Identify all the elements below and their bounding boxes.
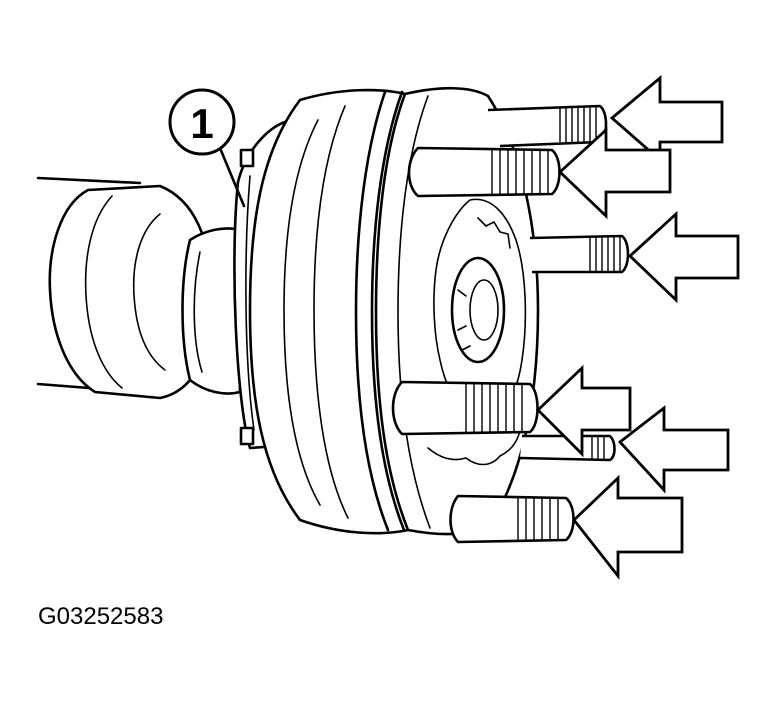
arrow-stud-3 [627,210,740,304]
stud-6 [449,494,575,544]
arrow-stud-4 [535,364,632,458]
flange-groove [354,90,406,532]
arrow-stud-1 [609,75,724,164]
stud-3 [529,234,630,274]
arrow-stud-5 [617,405,730,494]
callout-circle [168,88,236,156]
callout-1: 1 [168,88,246,208]
callout-number: 1 [190,100,213,147]
stud-1 [487,104,608,148]
joint-neck [181,227,242,395]
cv-joint-body [248,88,410,535]
callout-leader-line [218,146,246,208]
figure-code: G03252583 [38,603,163,630]
arrow-stud-6 [572,474,684,581]
arrow-stud-2 [557,126,672,220]
stud-4 [391,380,539,436]
stud-2 [407,146,561,198]
stud-5 [519,434,616,462]
